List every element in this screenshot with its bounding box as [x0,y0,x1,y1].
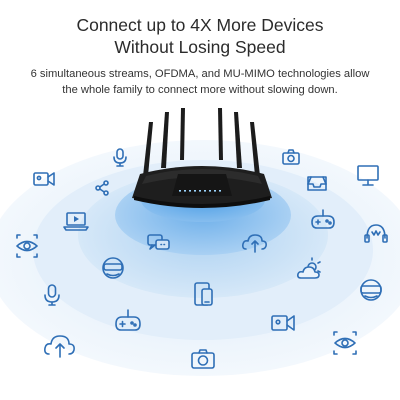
game-controller-icon [115,309,141,331]
antenna-2 [161,112,169,168]
microphone-icon [44,284,60,306]
antenna-4 [218,108,223,160]
subtext: 6 simultaneous streams, OFDMA, and MU-MI… [0,66,400,98]
router [132,108,272,208]
subtext-line-1: 6 simultaneous streams, OFDMA, and MU-MI… [30,68,370,80]
game-controller-icon [311,209,335,229]
status-leds [179,190,221,192]
headline-line-2: Without Losing Speed [114,37,286,57]
eye-icon [16,234,38,258]
microphone-icon [113,148,127,167]
headline: Connect up to 4X More Devices Without Lo… [0,14,400,58]
antenna-3 [180,108,185,160]
antenna-5 [234,112,242,168]
antenna-6 [250,122,260,176]
vr-headset-icon [102,257,124,279]
share-icon [95,180,109,196]
cloud-upload-icon [44,335,75,358]
vr-headset-icon [360,279,382,301]
camera-icon [191,349,215,369]
subtext-line-2: the whole family to connect more without… [62,84,338,96]
headline-line-1: Connect up to 4X More Devices [76,15,324,35]
antenna-1 [143,122,153,176]
cloud-sun-icon [297,257,321,279]
phone-tablet-icon [194,282,213,306]
headset-icon [364,224,388,243]
video-camera-icon [33,172,55,186]
inbox-tray-icon [307,176,327,191]
laptop-icon [63,212,89,231]
eye-icon [333,331,357,355]
chat-bubbles-icon [147,234,170,250]
camera-icon [282,149,300,165]
cloud-upload-icon [242,234,267,253]
video-camera-icon [271,315,295,331]
monitor-icon [357,165,379,186]
